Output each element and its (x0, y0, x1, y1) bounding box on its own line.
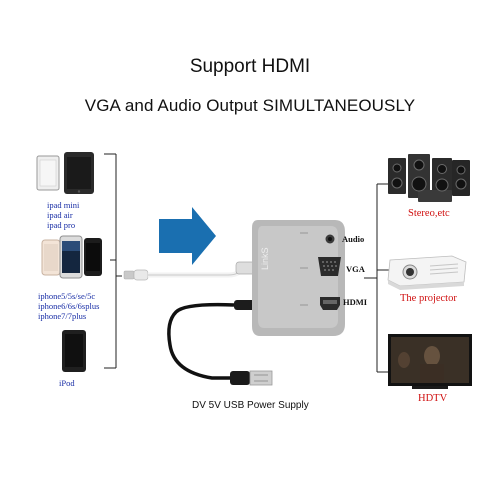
ipod-label: iPod (59, 378, 75, 388)
ipod-icon (62, 330, 86, 372)
adapter-box (252, 220, 345, 336)
vga-port-label: VGA (346, 264, 365, 274)
right-bracket (364, 183, 390, 373)
tv-icon (388, 334, 472, 389)
ipad-label-line: ipad air (47, 210, 73, 220)
arrow-icon (159, 207, 216, 265)
hdtv-label: HDTV (418, 393, 448, 404)
audio-port-label: Audio (342, 234, 365, 244)
projector-icon (387, 255, 467, 290)
stereo-icon (388, 154, 470, 202)
ipad-label: ipad mini ipad air ipad pro (47, 200, 79, 230)
power-supply-label: DV 5V USB Power Supply (192, 400, 309, 411)
ipad-label-line: ipad pro (47, 220, 76, 230)
projector-label: The projector (400, 293, 457, 304)
stereo-label: Stereo,etc (408, 208, 450, 219)
iphone-label-line: iphone6/6s/6splus (38, 301, 100, 311)
lightning-cable (123, 261, 257, 281)
left-bracket (104, 153, 122, 369)
hdmi-port-label: HDMI (343, 297, 368, 307)
ipad-label-line: ipad mini (47, 200, 80, 210)
iphone-label-line: iphone5/5s/se/5c (38, 291, 96, 301)
iphone-icon (41, 235, 102, 279)
headline: Support HDMI (189, 56, 311, 77)
ipad-icon (36, 152, 94, 194)
iphone-label: iphone5/5s/se/5c iphone6/6s/6splus iphon… (38, 291, 99, 321)
iphone-label-line: iphone7/7plus (38, 311, 87, 321)
subheadline: VGA and Audio Output SIMULTANEOUSLY (84, 96, 416, 115)
brand-logo: LinkS (260, 247, 270, 270)
